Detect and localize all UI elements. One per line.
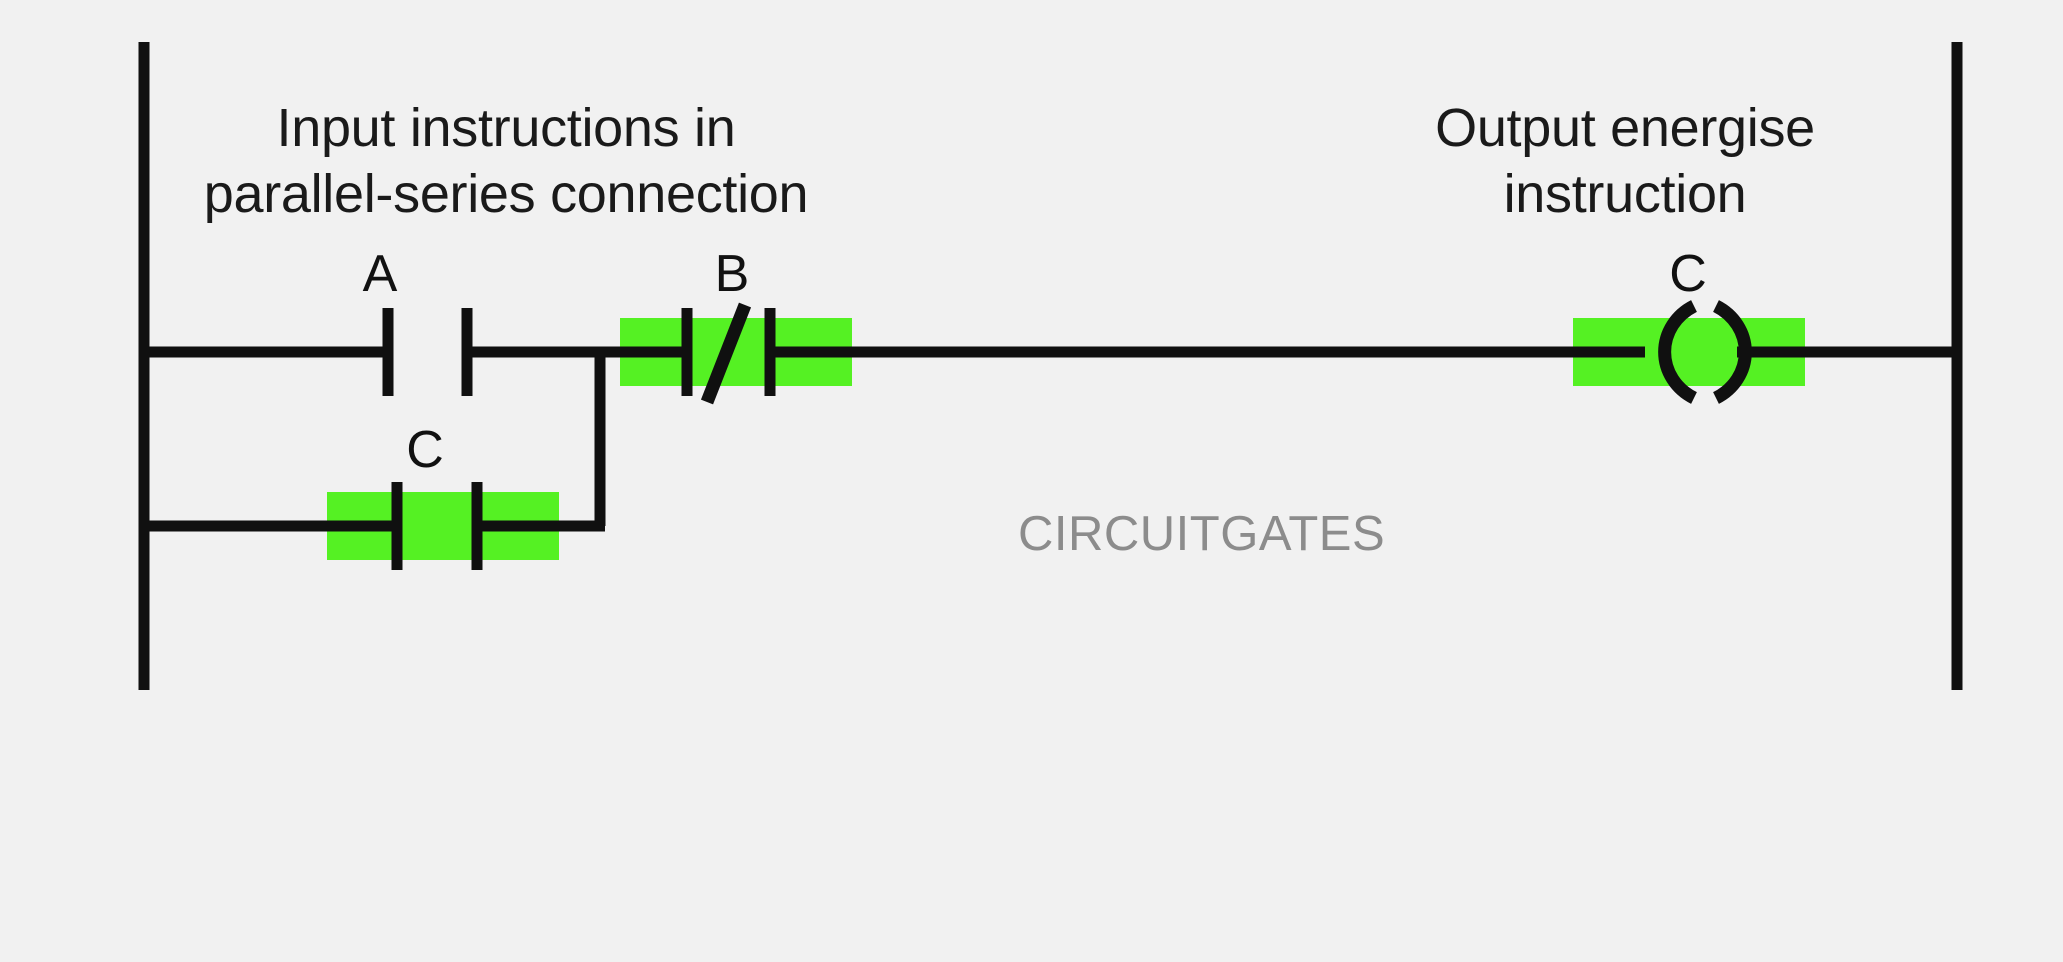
watermark-text: CIRCUITGATES bbox=[1018, 507, 1386, 561]
coil-c-right-arc bbox=[1712, 300, 1752, 404]
coil-c-symbol[interactable] bbox=[1658, 300, 1752, 404]
contact-b-tag-label: B bbox=[714, 245, 750, 303]
caption-output-instruction: Output energise instruction bbox=[1435, 98, 1815, 224]
contact-b-symbol[interactable] bbox=[681, 302, 776, 405]
coil-c-tag-label: C bbox=[1669, 245, 1707, 303]
contact-a-tag-label: A bbox=[362, 245, 398, 303]
parallel-branch-wiring bbox=[144, 352, 606, 532]
contact-c-branch-symbol[interactable] bbox=[391, 482, 483, 570]
coil-c-left-arc bbox=[1658, 300, 1698, 404]
caption-input-instructions: Input instructions in parallel-series co… bbox=[203, 98, 809, 224]
power-rails bbox=[138, 42, 1963, 690]
contact-c-branch-tag-label: C bbox=[406, 421, 444, 479]
contact-b-slash bbox=[700, 302, 752, 405]
contact-a-symbol[interactable] bbox=[382, 308, 473, 396]
